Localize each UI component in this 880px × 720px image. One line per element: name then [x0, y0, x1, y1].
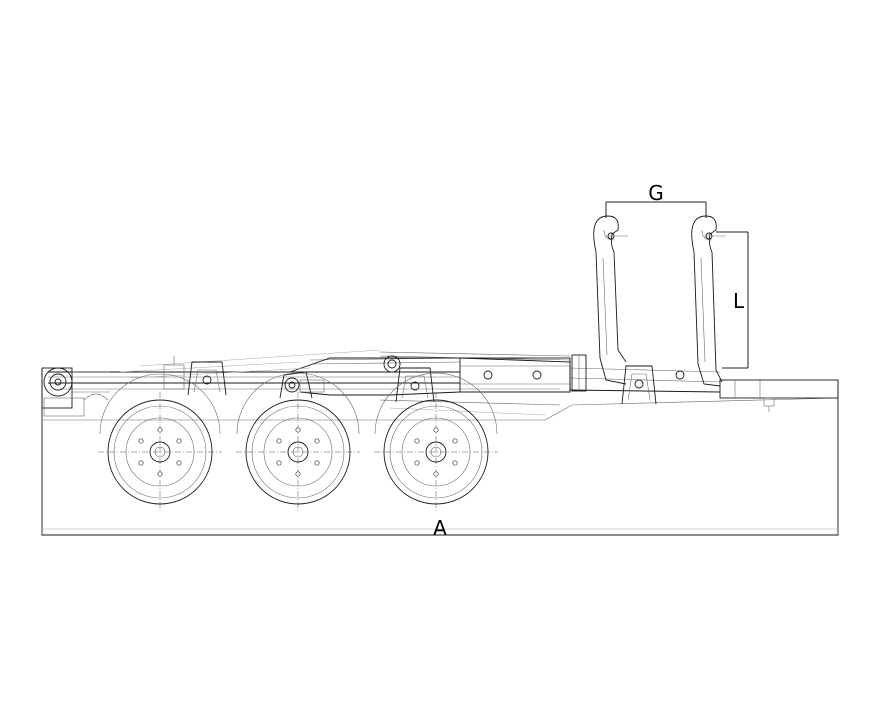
bracket-3: [383, 355, 435, 403]
dimension-l: L: [716, 231, 749, 369]
dimension-label-a: A: [433, 516, 447, 540]
bracket-4: [621, 365, 657, 405]
wheel-3: [374, 372, 498, 512]
dimension-label-g: G: [648, 181, 664, 205]
suspension-brackets: [163, 355, 657, 405]
dimension-g: G: [605, 181, 707, 218]
dimension-label-l: L: [733, 289, 745, 313]
wheel-1: [98, 373, 222, 512]
front-hinge-drum: [41, 367, 110, 417]
bracket-2: [279, 371, 325, 399]
lifting-arm-rear: [691, 215, 726, 387]
frame-bolts: [483, 354, 685, 392]
lifting-arm-front: [593, 215, 628, 385]
overall-outline: [41, 370, 839, 536]
bracket-1: [163, 356, 227, 396]
rear-overhang: [719, 379, 839, 412]
wheel-2: [236, 372, 360, 512]
